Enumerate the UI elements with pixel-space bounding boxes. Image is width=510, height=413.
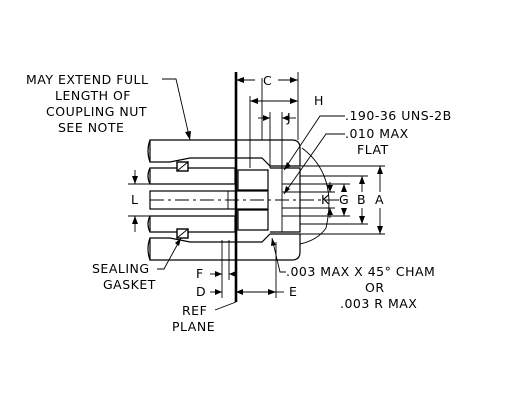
cham-label-2: OR	[365, 280, 385, 295]
gasket-label-2: GASKET	[103, 277, 156, 292]
dim-bottom	[210, 240, 284, 298]
lower-insulator	[237, 209, 269, 231]
dim-c-label: C	[263, 73, 272, 88]
dim-right	[282, 165, 385, 235]
dim-b-label: B	[357, 192, 366, 207]
gasket-label-1: SEALING	[92, 261, 150, 276]
dim-j-label: J	[286, 110, 291, 125]
ref-plane-label-1: REF	[182, 303, 207, 318]
upper-sleeve	[149, 167, 236, 185]
dim-a-label: A	[375, 192, 384, 207]
dim-k-label: K	[321, 192, 330, 207]
dim-g-label: G	[339, 192, 349, 207]
ref-plane-label-2: PLANE	[172, 319, 215, 334]
note-line-4: SEE NOTE	[58, 120, 124, 135]
dim-j	[258, 112, 296, 168]
lower-sleeve	[149, 215, 236, 233]
dim-h-label: H	[314, 93, 324, 108]
note-line-1: MAY EXTEND FULL	[26, 72, 148, 87]
dim-h	[249, 96, 298, 168]
flat-label-1: .010 MAX	[345, 126, 409, 141]
dim-c	[236, 72, 299, 140]
note-line-3: COUPLING NUT	[46, 104, 147, 119]
flat-label-2: FLAT	[357, 142, 389, 157]
cham-label-3: .003 R MAX	[340, 296, 417, 311]
dim-f-label: F	[196, 266, 204, 281]
dim-d-label: D	[196, 284, 206, 299]
upper-insulator	[237, 169, 269, 191]
upper-shell	[149, 139, 301, 167]
dim-l-label: L	[131, 192, 138, 207]
dim-e-label: E	[289, 284, 297, 299]
cham-label-1: .003 MAX X 45° CHAM	[286, 264, 435, 279]
detail-arc	[299, 147, 330, 245]
thread-label: .190-36 UNS-2B	[345, 108, 452, 123]
leaders	[157, 78, 345, 311]
note-line-2: LENGTH OF	[55, 88, 131, 103]
dim-l	[128, 170, 150, 232]
lower-shell	[149, 233, 301, 261]
